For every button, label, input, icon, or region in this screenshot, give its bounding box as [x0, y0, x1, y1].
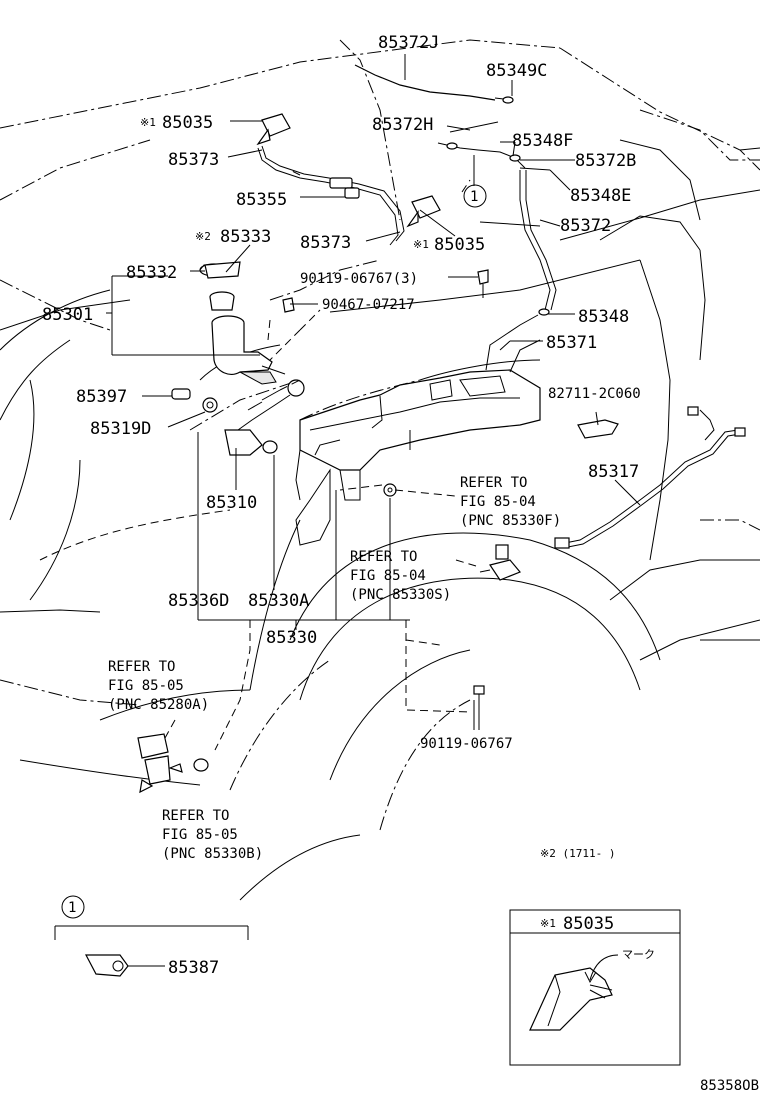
- label-85373-a: 85373: [168, 150, 219, 170]
- label-85372: 85372: [560, 216, 611, 236]
- label-85348e: 85348E: [570, 186, 631, 206]
- washer-reservoir-tank: [295, 339, 541, 546]
- label-85301: 85301: [42, 305, 93, 325]
- refer-note-85330f: REFER TO FIG 85-04 (PNC 85330F): [460, 475, 561, 529]
- label-85332: 85332: [126, 263, 177, 283]
- label-85319d: 85319D: [90, 419, 151, 439]
- refer-85330b-line3: (PNC 85330B): [162, 846, 263, 862]
- label-85349c: 85349C: [486, 61, 547, 81]
- label-85336d: 85336D: [168, 591, 229, 611]
- label-85373-b: 85373: [300, 233, 351, 253]
- inset-note1-mark: ※1: [540, 917, 556, 930]
- refer-note-85330s: REFER TO FIG 85-04 (PNC 85330S): [350, 549, 451, 603]
- figure-code: 85358OB: [700, 1078, 759, 1094]
- label-82711-2c060: 82711-2C060: [548, 386, 641, 402]
- footnote-note2: ※2 (1711- ): [540, 847, 615, 860]
- label-85348f: 85348F: [512, 131, 573, 151]
- label-90119-06767-3: 90119-06767(3): [300, 271, 418, 287]
- refer-note-85330b: REFER TO FIG 85-05 (PNC 85330B): [162, 808, 263, 862]
- label-90467-07217: 90467-07217: [322, 297, 415, 313]
- callout-circle-1-text: 1: [470, 189, 478, 205]
- part-labels: 85372J 85349C 85372H 85348F 85372B 85348…: [42, 33, 641, 978]
- label-85330: 85330: [266, 628, 317, 648]
- filler-neck: [199, 263, 286, 385]
- refer-85330s-line2: FIG 85-04: [350, 568, 426, 584]
- label-85371: 85371: [546, 333, 597, 353]
- refer-85330f-line2: FIG 85-04: [460, 494, 536, 510]
- refer-85330s-line3: (PNC 85330S): [350, 587, 451, 603]
- refer-85280a-line3: (PNC 85280A): [108, 697, 209, 713]
- refer-85330b-line1: REFER TO: [162, 808, 229, 824]
- pump-85280a: [137, 733, 209, 794]
- note1-mark-a: ※1: [140, 116, 156, 129]
- label-85348: 85348: [578, 307, 629, 327]
- refer-85280a-line1: REFER TO: [108, 659, 175, 675]
- inset-85035: ※1 85035 マーク: [509, 909, 681, 1066]
- label-85310: 85310: [206, 493, 257, 513]
- nozzles-and-joints: [204, 113, 489, 313]
- label-85372b: 85372B: [575, 151, 636, 171]
- refer-85330s-line1: REFER TO: [350, 549, 417, 565]
- label-85387: 85387: [168, 958, 219, 978]
- inset-title: 85035: [563, 914, 614, 934]
- leader-lines: [54, 54, 641, 967]
- refer-85280a-line2: FIG 85-05: [108, 678, 184, 694]
- callout-circle-1-legend: 1: [61, 895, 85, 919]
- wire-harness: [554, 406, 746, 549]
- label-85035-b: 85035: [434, 235, 485, 255]
- callout-circle-1-legend-text: 1: [68, 900, 76, 916]
- refer-85330f-line3: (PNC 85330F): [460, 513, 561, 529]
- label-85035-a: 85035: [162, 113, 213, 133]
- pump-and-grommet: [171, 379, 397, 497]
- label-85355: 85355: [236, 190, 287, 210]
- label-85397: 85397: [76, 387, 127, 407]
- refer-note-85280a: REFER TO FIG 85-05 (PNC 85280A): [108, 659, 209, 713]
- note1-mark-b: ※1: [413, 238, 429, 251]
- label-85317: 85317: [588, 462, 639, 482]
- label-85372j: 85372J: [378, 33, 439, 53]
- label-85333: 85333: [220, 227, 271, 247]
- pump-85330s: [473, 544, 521, 730]
- label-85330a: 85330A: [248, 591, 309, 611]
- label-90119-06767: 90119-06767: [420, 736, 513, 752]
- refer-85330b-line2: FIG 85-05: [162, 827, 238, 843]
- inset-mark-label: マーク: [622, 948, 655, 961]
- note2-mark: ※2: [195, 230, 211, 243]
- label-85372h: 85372H: [372, 115, 433, 135]
- callout-circle-1: 1: [463, 184, 487, 208]
- clip-85387: [85, 954, 129, 977]
- refer-85330f-line1: REFER TO: [460, 475, 527, 491]
- body-outline: [0, 39, 760, 901]
